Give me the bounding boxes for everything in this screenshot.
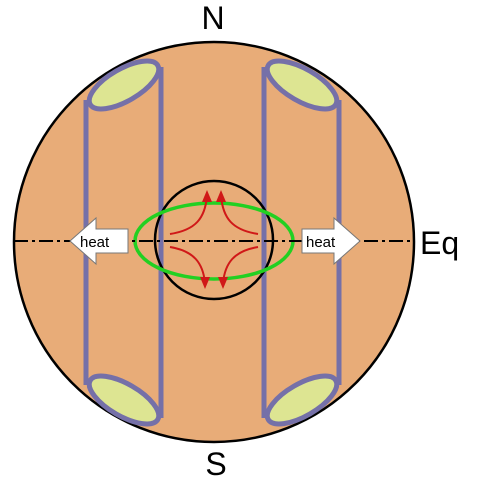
heat-label-right: heat [306, 234, 336, 251]
north-label: N [201, 0, 224, 36]
south-label: S [205, 446, 226, 482]
equator-label: Eq [420, 225, 459, 261]
heat-label-left: heat [80, 234, 110, 251]
